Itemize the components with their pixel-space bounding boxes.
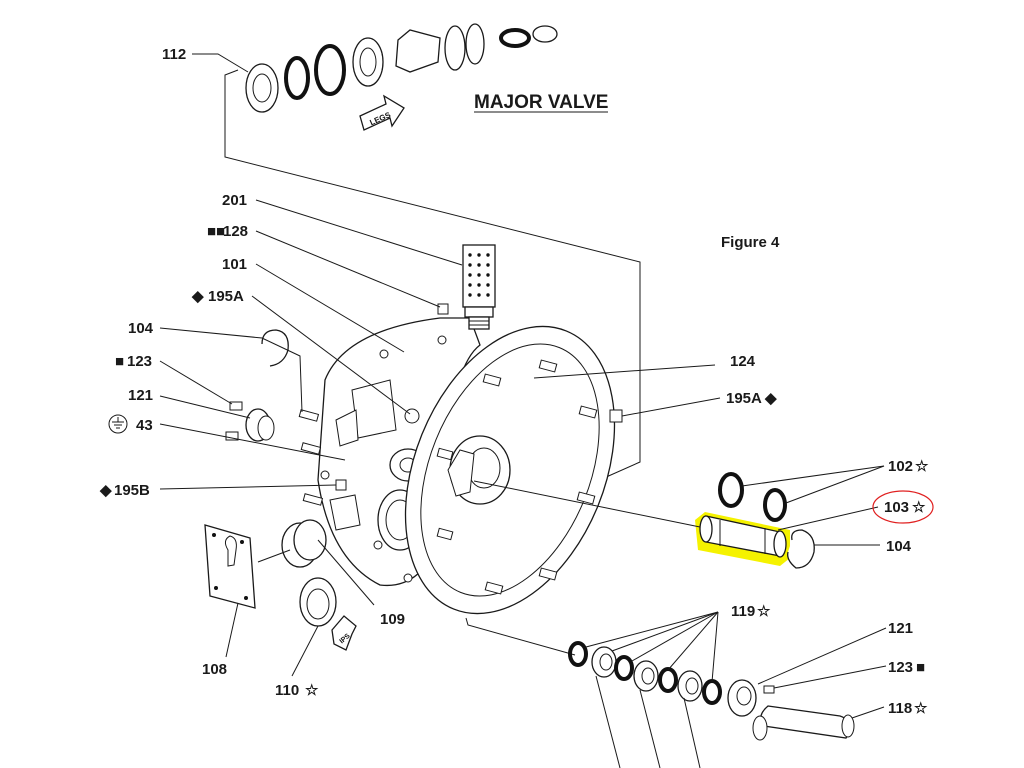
- callout-101: 101: [222, 256, 247, 273]
- callout-110: 110: [275, 682, 299, 699]
- callout-121-left: 121: [128, 387, 153, 404]
- legs-arrow-icon: LEGS: [359, 94, 405, 131]
- o-ring-102-a: [718, 472, 744, 508]
- diagram-title: MAJOR VALVE: [474, 92, 608, 113]
- ground-icon: [108, 414, 128, 434]
- spool-parts-bottom: [568, 641, 855, 741]
- callout-119-symbol: ☆: [757, 603, 771, 620]
- callout-195a-left-symbol: ◆: [191, 288, 204, 305]
- fitting-195a-right: [609, 409, 623, 423]
- callout-119: 119: [731, 603, 755, 620]
- callout-195a-left: 195A: [208, 288, 244, 305]
- callout-195a-right: 195A: [726, 390, 762, 407]
- callout-201: 201: [222, 192, 247, 209]
- callout-43: 43: [136, 417, 153, 434]
- snap-ring-104-right: [787, 529, 815, 569]
- bushing-top: [395, 29, 441, 73]
- callout-123-right: 123: [888, 659, 913, 676]
- callout-128-symbol: ■■: [207, 223, 225, 240]
- callout-104-left: 104: [128, 320, 154, 337]
- bracket-bottom: [465, 617, 576, 656]
- top-parts-row: [245, 23, 558, 113]
- sleeve-103: [699, 515, 787, 558]
- muffler: [462, 244, 496, 330]
- callout-118-symbol: ☆: [914, 700, 928, 717]
- callout-195b: 195B: [114, 482, 150, 499]
- callout-123-right-symbol: ■: [916, 659, 925, 676]
- plug-128: [437, 303, 449, 315]
- leader-lines: [159, 53, 887, 768]
- callout-195a-right-symbol: ◆: [764, 390, 777, 407]
- callout-103-symbol: ☆: [912, 499, 926, 516]
- flange-studs: [436, 359, 598, 595]
- callout-118: 118: [888, 700, 912, 717]
- fitting-195a-left: [404, 408, 420, 424]
- o-ring-102-b: [763, 488, 787, 522]
- callout-103: 103: [884, 499, 909, 516]
- callout-195b-symbol: ◆: [99, 482, 112, 499]
- ips-arrow-icon: IPS: [331, 615, 357, 651]
- callout-108: 108: [202, 661, 227, 678]
- callout-110-symbol: ☆: [305, 682, 319, 699]
- callout-124: 124: [730, 353, 756, 370]
- callout-109: 109: [380, 611, 405, 628]
- bracket-top-to-housing: [224, 69, 641, 479]
- callout-112: 112: [162, 46, 186, 63]
- callout-123-left-symbol: ■: [115, 353, 124, 370]
- callout-128: 128: [223, 223, 248, 240]
- cap-121-left: [245, 408, 275, 442]
- valve-flange: [404, 325, 616, 615]
- cap-109: [281, 519, 327, 568]
- seal-110: [299, 577, 337, 627]
- screw-123-left: [229, 401, 243, 411]
- callout-104-right: 104: [886, 538, 912, 555]
- callout-102: 102: [888, 458, 913, 475]
- o-ring-top-1: [284, 56, 310, 100]
- snap-ring-104-left: [261, 329, 289, 367]
- screw-43: [225, 431, 239, 441]
- fitting-195b: [335, 479, 347, 491]
- callout-103-circle: [872, 490, 934, 524]
- callout-121-right: 121: [888, 620, 913, 637]
- callout-102-symbol: ☆: [915, 458, 929, 475]
- figure-label: Figure 4: [721, 234, 780, 251]
- callout-123-left: 123: [127, 353, 152, 370]
- o-ring-top-2: [314, 44, 346, 96]
